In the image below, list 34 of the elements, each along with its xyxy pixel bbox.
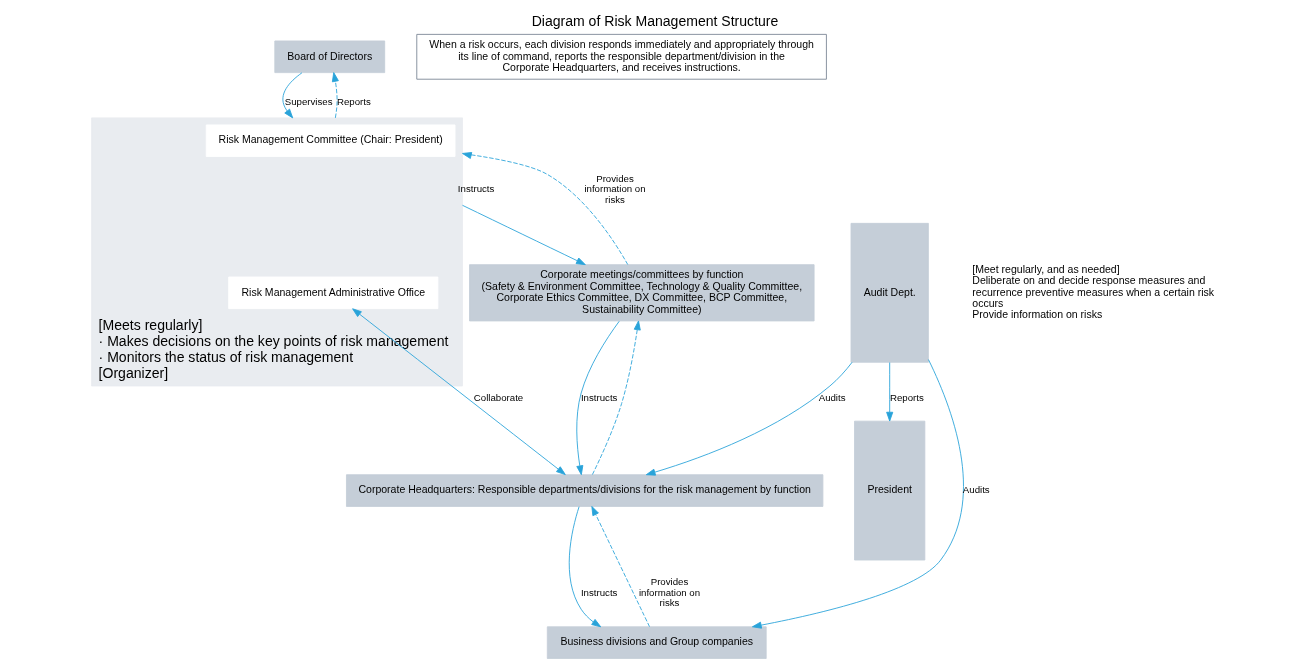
arrow bbox=[352, 308, 566, 476]
arrow bbox=[645, 361, 853, 476]
label: Provide information on risks bbox=[972, 308, 1103, 321]
arrow bbox=[886, 362, 894, 422]
arrow bbox=[331, 72, 339, 119]
label: Deliberate on and decide response measures and recurrence preventive measures when a certain risk occurs bbox=[972, 274, 1215, 309]
edge-label: Provides information on risks bbox=[638, 576, 701, 609]
edge-label: Instructs bbox=[580, 586, 618, 598]
label: [Meet regularly, and as needed] bbox=[972, 262, 1120, 275]
node-box: Risk Management Administrative Office bbox=[228, 276, 439, 310]
node-box: Board of Directors bbox=[274, 40, 386, 74]
node-box: Corporate Headquarters: Responsible departments/divisions for the risk management by function bbox=[346, 474, 824, 507]
edge-label: Instructs bbox=[580, 391, 618, 403]
arrow bbox=[462, 152, 629, 265]
edge-label: Collaborate bbox=[473, 391, 524, 403]
edge-label: Supervises bbox=[284, 95, 333, 107]
node-box: When a risk occurs, each division responds immediately and appropriately through its line of command, reports the responsible department/division in the Corporate Headquarters, and receives instructions. bbox=[416, 33, 827, 80]
arrow bbox=[591, 506, 650, 628]
edge-label: Instructs bbox=[457, 183, 495, 195]
edge-label: Provides information on risks bbox=[584, 172, 646, 205]
arrow bbox=[751, 359, 964, 629]
arrow bbox=[568, 506, 602, 628]
diagram-title: Diagram of Risk Management Structure bbox=[531, 13, 779, 30]
node-box: President bbox=[854, 420, 926, 561]
edge-label: Reports bbox=[337, 95, 371, 107]
arrow bbox=[591, 320, 641, 475]
edge-label: Reports bbox=[889, 391, 924, 403]
arrow bbox=[462, 204, 586, 266]
node-box: Audit Dept. bbox=[850, 222, 929, 363]
arrow bbox=[576, 320, 620, 476]
arrow bbox=[282, 72, 303, 119]
node-box: Business divisions and Group companies bbox=[546, 626, 767, 659]
edge-label: Audits bbox=[818, 391, 846, 403]
node-box: Corporate meetings/committees by function (Safety & Environment Committee, Technology & Quality Committee, Corporate Ethics Committee, DX Committee, BCP Committee, Sustainability Committee) bbox=[469, 264, 815, 322]
